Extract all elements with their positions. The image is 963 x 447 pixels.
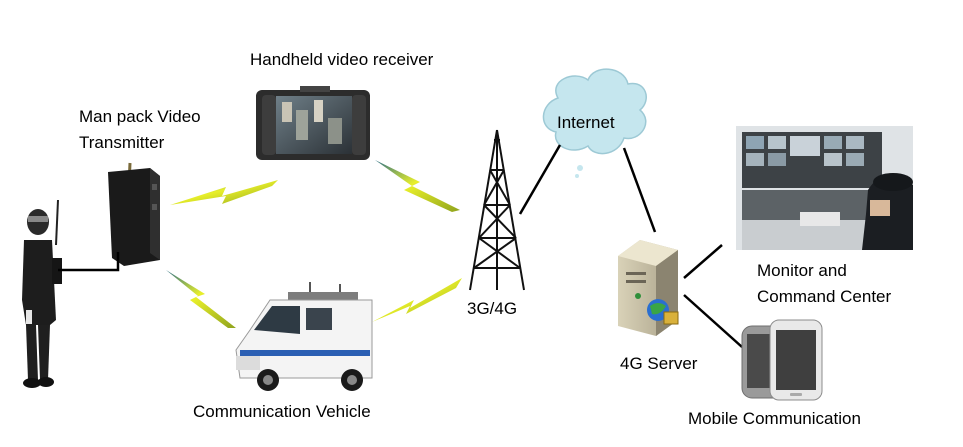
lightning-bolt-icon [375, 160, 460, 212]
handheld-receiver-icon [256, 86, 370, 160]
soldier-icon [22, 199, 62, 388]
transmitter-label: Man pack Video Transmitter [79, 104, 201, 156]
connector-line [683, 294, 743, 348]
command-center-label-line2: Command Center [757, 287, 892, 306]
internet-label: Internet [557, 113, 615, 132]
command-center-label: Monitor and Command Center [757, 258, 891, 310]
connector-line [683, 244, 723, 279]
lightning-bolt-icon [166, 270, 236, 328]
command-center-label-line1: Monitor and [757, 261, 847, 280]
transmitter-label-line1: Man pack Video [79, 107, 201, 126]
van-icon [235, 282, 373, 391]
handheld-receiver-label: Handheld video receiver [250, 50, 434, 69]
server-label: 4G Server [620, 354, 698, 373]
connector-line [622, 147, 657, 233]
tower-label: 3G/4G [467, 299, 518, 318]
transmitter-cable [58, 252, 120, 272]
connector-line [518, 144, 562, 215]
server-icon [618, 240, 679, 336]
lightning-bolt-icon [372, 278, 462, 322]
transmitter-device-icon [108, 162, 160, 266]
mobile-label: Mobile Communication [688, 409, 861, 428]
transmitter-label-line2: Transmitter [79, 133, 165, 152]
smartphone-icon [741, 319, 823, 401]
lightning-bolt-icon [170, 180, 278, 205]
cell-tower-icon [469, 129, 525, 291]
vehicle-label: Communication Vehicle [193, 402, 371, 421]
cloud-icon [542, 68, 647, 178]
command-center-photo [736, 126, 913, 250]
